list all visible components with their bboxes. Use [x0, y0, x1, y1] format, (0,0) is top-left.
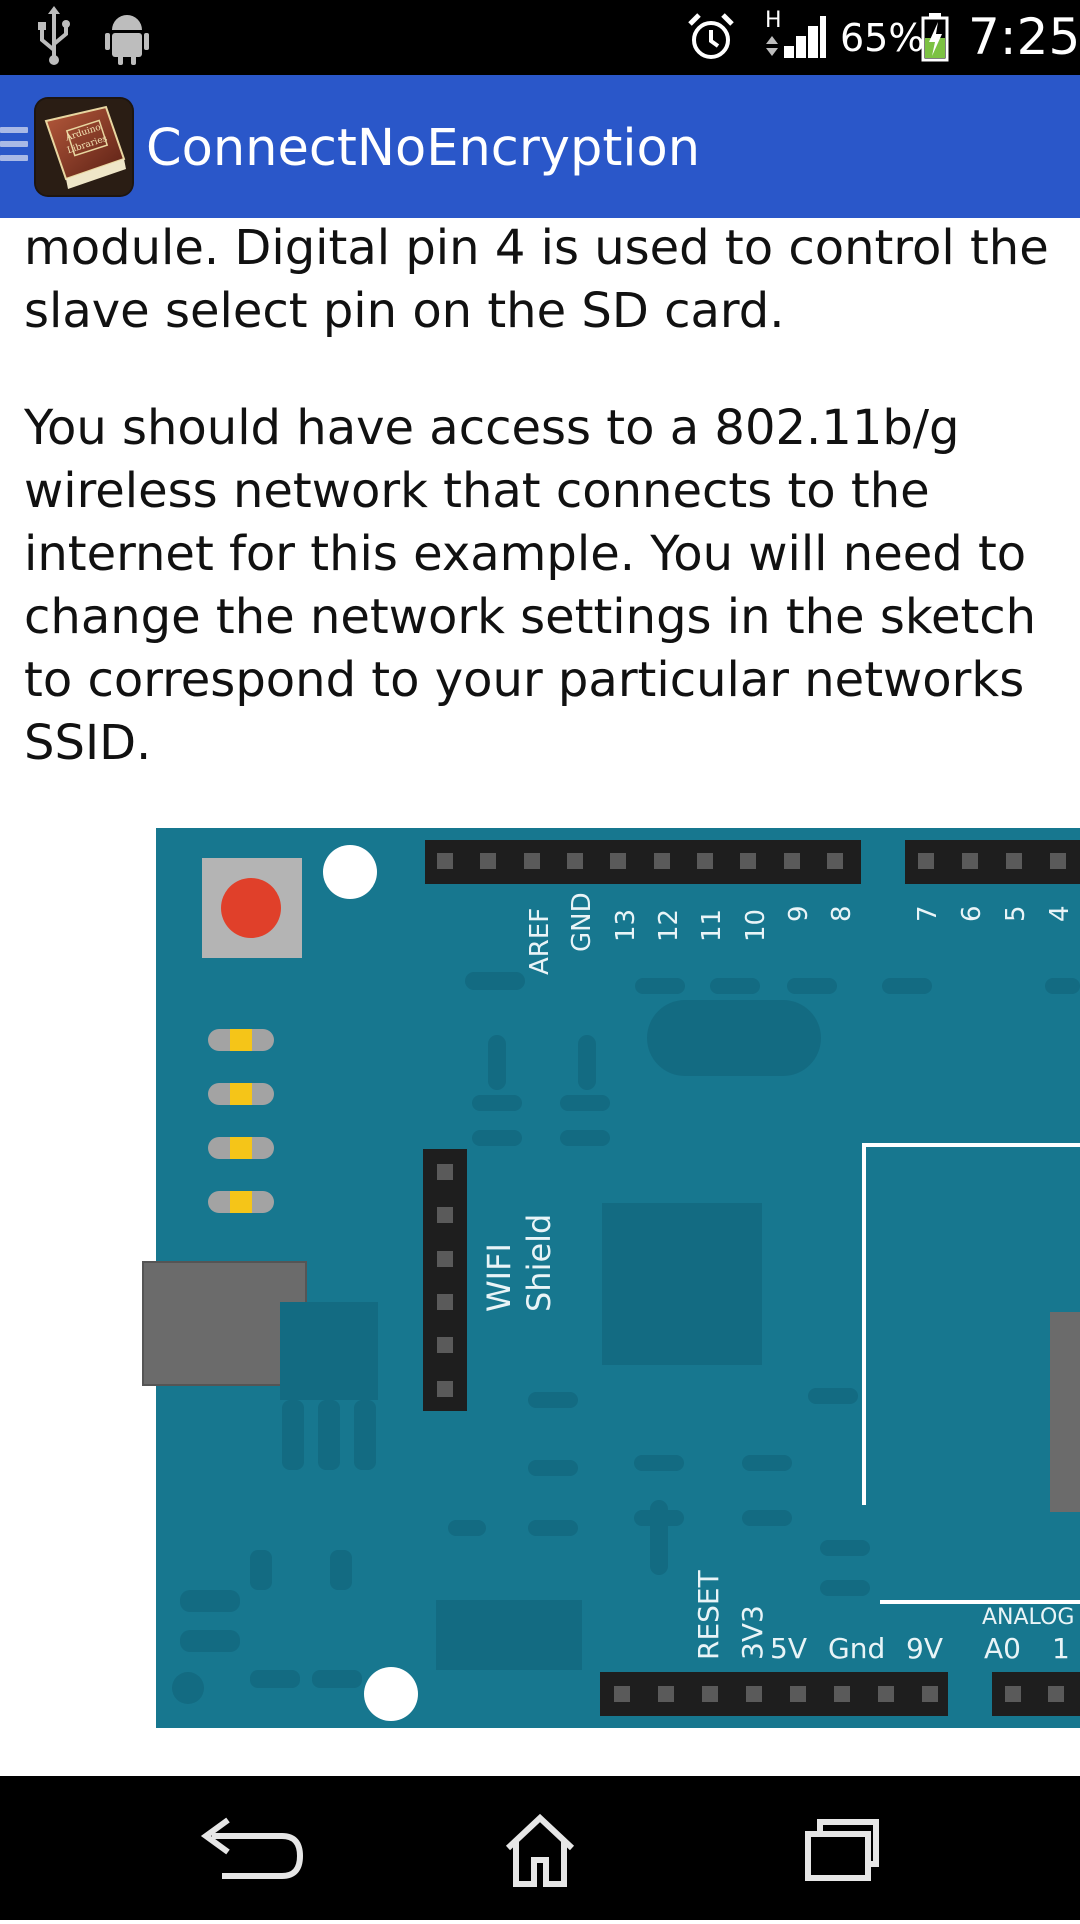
pin-label-3v3: 3V3: [736, 1605, 769, 1660]
wifi-label: WIFI: [480, 1243, 518, 1312]
pin-label-gnd-bottom: Gnd: [828, 1632, 885, 1665]
pin-label-5v: 5V: [770, 1632, 807, 1665]
page-title: ConnectNoEncryption: [146, 119, 701, 178]
shield-label: Shield: [520, 1214, 558, 1312]
app-logo[interactable]: Arduino Libraries: [36, 99, 132, 195]
book-icon: Arduino Libraries: [36, 99, 132, 195]
pin-label-a1: 1: [1052, 1632, 1070, 1665]
paragraph-sd-card: module. Digital pin 4 is used to control…: [24, 220, 1049, 339]
analog-label: ANALOG: [982, 1605, 1074, 1630]
pin-label-gnd: GND: [567, 892, 597, 952]
pin-label-9: 9: [784, 905, 814, 922]
pin-label-9v: 9V: [906, 1632, 943, 1665]
status-bar: H 65% 7:25: [0, 0, 1080, 75]
back-icon: [200, 1817, 304, 1879]
pin-label-12: 12: [654, 909, 684, 942]
pin-label-11: 11: [697, 909, 727, 942]
clock: 7:25: [968, 8, 1080, 66]
home-icon: [505, 1813, 575, 1887]
home-button[interactable]: [450, 1776, 630, 1920]
back-button[interactable]: [150, 1776, 330, 1920]
android-debug-icon: [105, 15, 149, 65]
battery-charging-icon: [921, 13, 949, 62]
pin-label-reset: RESET: [692, 1569, 725, 1660]
pin-label-10: 10: [741, 909, 771, 942]
usb-icon: [38, 6, 70, 65]
pin-label-6: 6: [957, 905, 987, 922]
pin-label-5: 5: [1001, 905, 1031, 922]
pin-label-7: 7: [913, 905, 943, 922]
pin-label-aref: AREF: [525, 908, 555, 975]
navigation-bar: [0, 1776, 1080, 1920]
drawer-indicator-icon[interactable]: [0, 127, 28, 167]
battery-percent: 65%: [840, 16, 925, 60]
alarm-icon: [688, 13, 734, 59]
arduino-wifi-shield-image: AREF GND 13 12 11 10 9 8 7 6 5 4: [142, 828, 1080, 1728]
recents-icon: [805, 1819, 879, 1881]
network-type: H: [765, 8, 782, 33]
pin-label-8: 8: [827, 905, 857, 922]
action-bar: Arduino Libraries ConnectNoEncryption: [0, 75, 1080, 218]
pin-label-13: 13: [611, 909, 641, 942]
recents-button[interactable]: [750, 1776, 930, 1920]
paragraph-network: You should have access to a 802.11b/g wi…: [24, 400, 1037, 771]
pin-label-4: 4: [1045, 905, 1075, 922]
pin-label-a0: A0: [984, 1632, 1021, 1665]
signal-icon: [766, 16, 826, 58]
